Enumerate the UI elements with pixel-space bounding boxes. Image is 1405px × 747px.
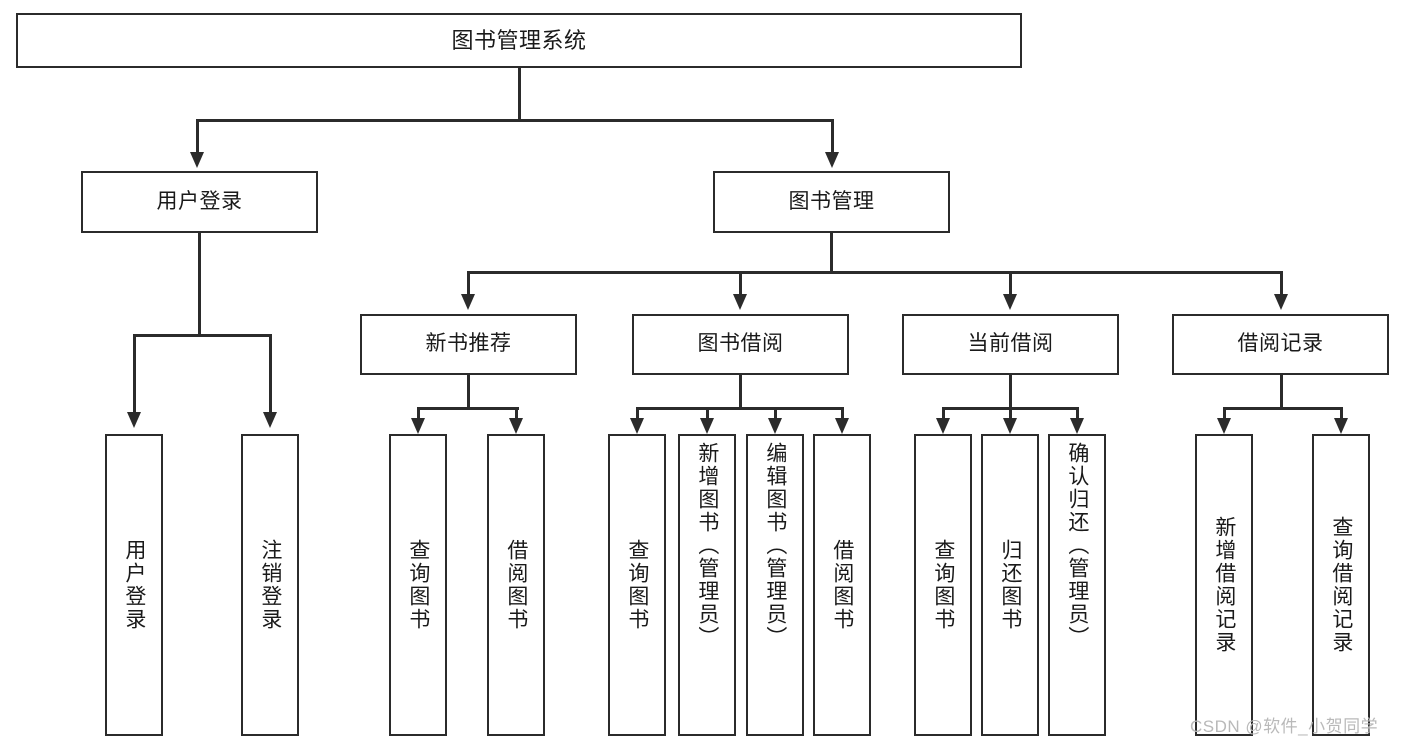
edge-bm-to-current-borrow <box>1009 271 1012 295</box>
node-leaf-borrow-book-1[interactable]: 借阅图书 <box>487 434 545 736</box>
node-user-login[interactable]: 用户登录 <box>81 171 318 233</box>
node-book-management-system[interactable]: 图书管理系统 <box>16 13 1022 68</box>
edge-nbr-to-leaf-1 <box>417 407 420 420</box>
edge-bm-to-borrow-record <box>1280 271 1283 295</box>
node-leaf-add-book-admin[interactable]: 新增图书（管理员） <box>678 434 736 736</box>
node-leaf-logout-login[interactable]: 注销登录 <box>241 434 299 736</box>
edge-br-bus <box>1223 407 1342 410</box>
edge-bm-to-new-book-recommend <box>467 271 470 295</box>
node-label: 图书管理 <box>788 189 875 213</box>
arrowhead-cb-leaf-3 <box>1070 418 1084 434</box>
node-new-book-recommend[interactable]: 新书推荐 <box>360 314 577 375</box>
edge-bb-to-leaf-2 <box>706 407 709 420</box>
arrowhead-user-login-leaf-1 <box>127 412 141 428</box>
node-book-management[interactable]: 图书管理 <box>713 171 950 233</box>
arrowhead-bb-leaf-1 <box>630 418 644 434</box>
edge-user-login-to-leaf-2 <box>269 334 272 413</box>
edge-br-to-leaf-1 <box>1223 407 1226 420</box>
node-label: 查询图书 <box>406 539 430 631</box>
edge-nbr-bus <box>417 407 519 410</box>
node-label: 归还图书 <box>998 539 1022 631</box>
edge-user-login-bus <box>133 334 271 337</box>
edge-root-stem <box>518 68 521 120</box>
arrowhead-cb-leaf-1 <box>936 418 950 434</box>
edge-cb-to-leaf-2 <box>1009 407 1012 420</box>
arrowhead-user-login-leaf-2 <box>263 412 277 428</box>
node-label: 当前借阅 <box>967 332 1054 356</box>
node-leaf-borrow-book-2[interactable]: 借阅图书 <box>813 434 871 736</box>
arrowhead-bb-leaf-3 <box>768 418 782 434</box>
node-label: 新增图书（管理员） <box>695 442 719 649</box>
edge-cb-stem <box>1009 375 1012 409</box>
edge-bb-to-leaf-4 <box>841 407 844 420</box>
arrowhead-bb-leaf-4 <box>835 418 849 434</box>
node-leaf-edit-book-admin[interactable]: 编辑图书（管理员） <box>746 434 804 736</box>
edge-root-to-user-login <box>196 119 199 153</box>
edge-user-login-to-leaf-1 <box>133 334 136 413</box>
edge-bb-to-leaf-1 <box>636 407 639 420</box>
node-label: 查询借阅记录 <box>1329 516 1353 654</box>
edge-book-management-bus <box>467 271 1282 274</box>
arrowhead-nbr-leaf-1 <box>411 418 425 434</box>
arrowhead-br-leaf-2 <box>1334 418 1348 434</box>
edge-bb-to-leaf-3 <box>774 407 777 420</box>
node-leaf-query-book-2[interactable]: 查询图书 <box>608 434 666 736</box>
node-leaf-user-login[interactable]: 用户登录 <box>105 434 163 736</box>
edge-book-management-stem <box>830 233 833 272</box>
arrowhead-nbr-leaf-2 <box>509 418 523 434</box>
edge-user-login-stem <box>198 233 201 336</box>
edge-cb-to-leaf-1 <box>942 407 945 420</box>
arrowhead-borrow-record <box>1274 294 1288 310</box>
arrowhead-to-book-management <box>825 152 839 168</box>
node-borrow-record[interactable]: 借阅记录 <box>1172 314 1389 375</box>
arrowhead-current-borrow <box>1003 294 1017 310</box>
edge-bb-stem <box>739 375 742 409</box>
node-leaf-query-book-3[interactable]: 查询图书 <box>914 434 972 736</box>
node-leaf-query-borrow-record[interactable]: 查询借阅记录 <box>1312 434 1370 736</box>
edge-nbr-to-leaf-2 <box>515 407 518 420</box>
edge-root-to-book-management <box>831 119 834 153</box>
node-label: 图书借阅 <box>697 332 784 356</box>
node-label: 查询图书 <box>625 539 649 631</box>
node-leaf-query-book-1[interactable]: 查询图书 <box>389 434 447 736</box>
edge-bm-to-book-borrow <box>739 271 742 295</box>
arrowhead-br-leaf-1 <box>1217 418 1231 434</box>
node-label: 用户登录 <box>156 189 243 213</box>
node-label: 新书推荐 <box>425 332 512 356</box>
node-label: 借阅图书 <box>504 539 528 631</box>
node-book-borrow[interactable]: 图书借阅 <box>632 314 849 375</box>
node-current-borrow[interactable]: 当前借阅 <box>902 314 1119 375</box>
node-label: 查询图书 <box>931 539 955 631</box>
node-label: 新增借阅记录 <box>1212 516 1236 654</box>
edge-br-stem <box>1280 375 1283 409</box>
node-leaf-return-book[interactable]: 归还图书 <box>981 434 1039 736</box>
node-label: 注销登录 <box>258 539 282 631</box>
node-leaf-confirm-return-admin[interactable]: 确认归还（管理员） <box>1048 434 1106 736</box>
edge-nbr-stem <box>467 375 470 409</box>
arrowhead-bb-leaf-2 <box>700 418 714 434</box>
edge-root-bus <box>196 119 834 122</box>
node-label: 用户登录 <box>122 539 146 631</box>
node-leaf-add-borrow-record[interactable]: 新增借阅记录 <box>1195 434 1253 736</box>
node-label: 借阅记录 <box>1237 332 1324 356</box>
node-label: 借阅图书 <box>830 539 854 631</box>
node-label: 图书管理系统 <box>451 27 587 53</box>
arrowhead-cb-leaf-2 <box>1003 418 1017 434</box>
arrowhead-book-borrow <box>733 294 747 310</box>
node-label: 编辑图书（管理员） <box>763 442 787 649</box>
edge-br-to-leaf-2 <box>1340 407 1343 420</box>
arrowhead-to-user-login <box>190 152 204 168</box>
node-label: 确认归还（管理员） <box>1065 442 1089 649</box>
edge-bb-bus <box>636 407 843 410</box>
edge-cb-to-leaf-3 <box>1076 407 1079 420</box>
arrowhead-new-book-recommend <box>461 294 475 310</box>
